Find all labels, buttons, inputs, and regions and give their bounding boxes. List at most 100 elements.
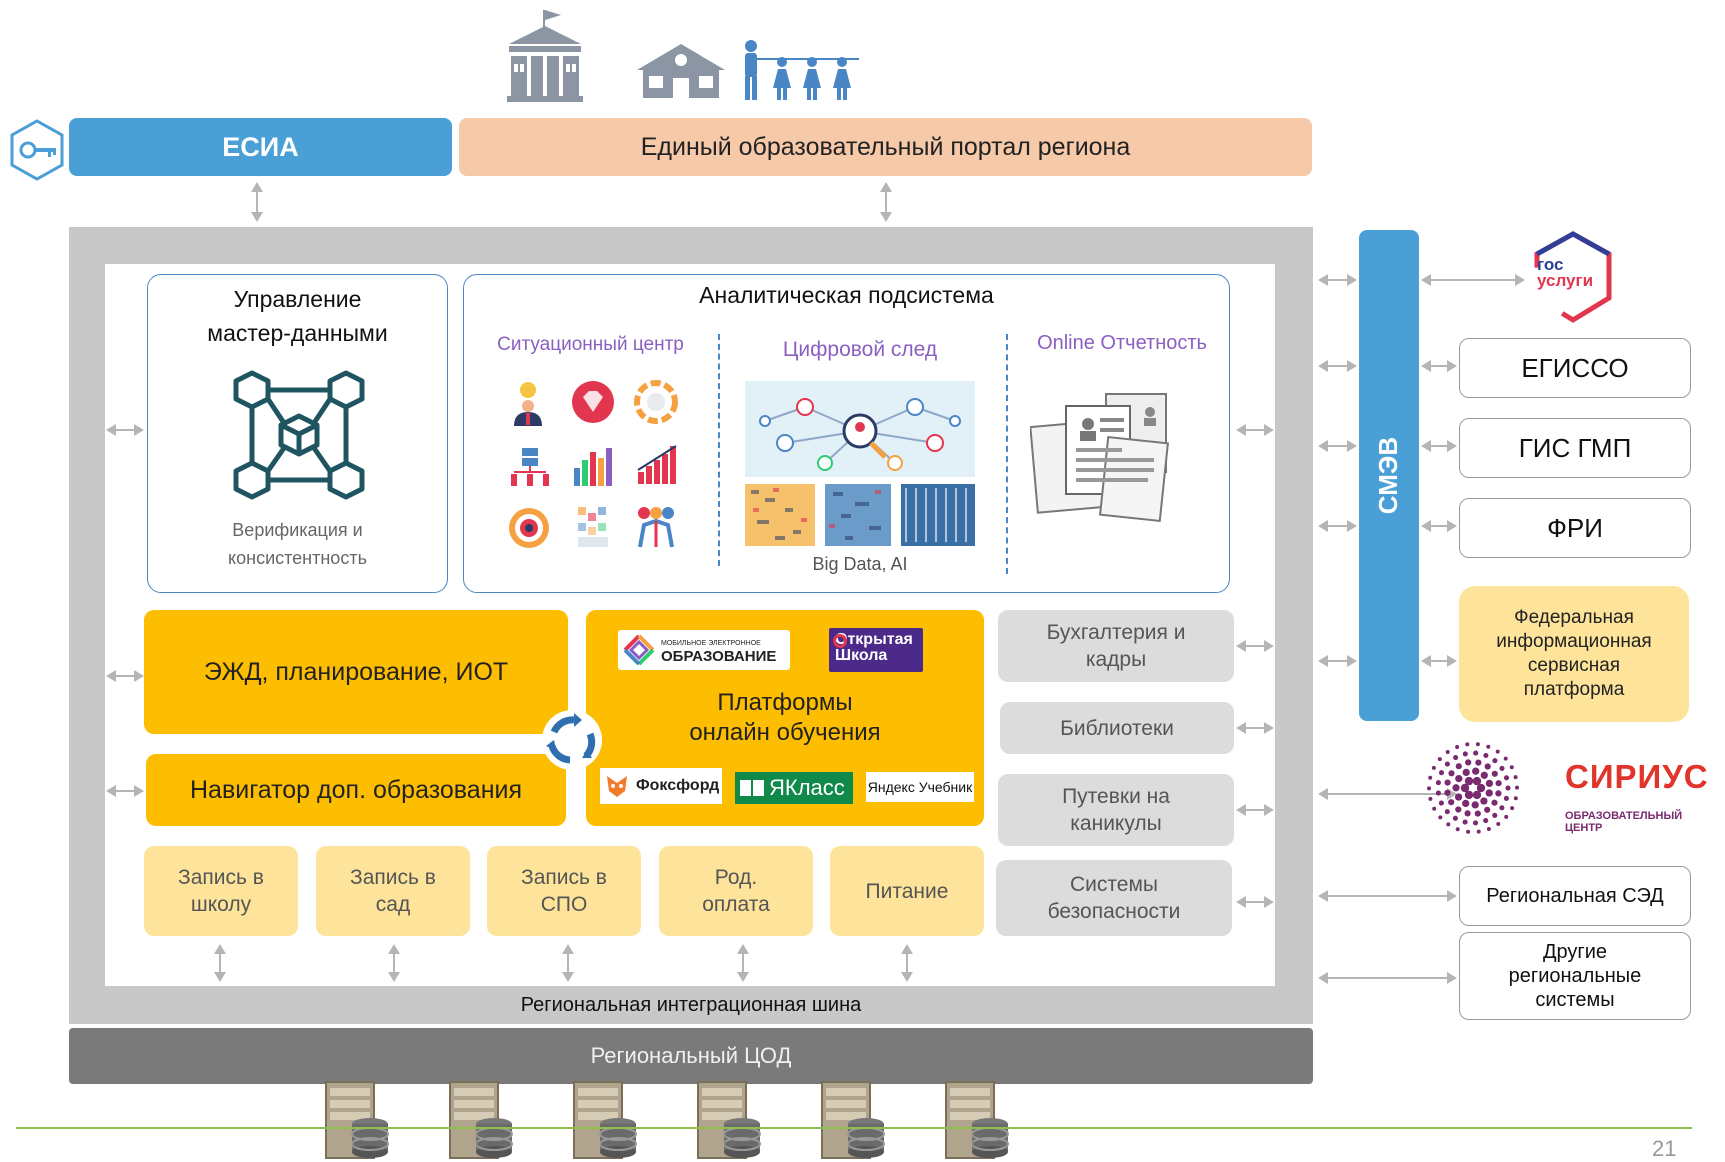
sirius-dot bbox=[1475, 742, 1480, 747]
analytics-title: Аналитическая подсистема bbox=[699, 282, 994, 308]
connector-arrow bbox=[901, 944, 913, 982]
bar-chart-icon bbox=[572, 444, 614, 488]
sirius-dot bbox=[1485, 789, 1493, 797]
sirius-dot bbox=[1492, 758, 1498, 764]
connector-arrow bbox=[1421, 440, 1457, 452]
esia-bar[interactable]: ЕСИА bbox=[69, 118, 452, 176]
growth-chart-icon bbox=[636, 442, 678, 486]
navigator-module[interactable]: Навигатор доп. образования bbox=[146, 754, 566, 826]
sirius-dot bbox=[1444, 789, 1451, 796]
sirius-dot bbox=[1486, 827, 1491, 831]
sirius-dot bbox=[1503, 775, 1510, 781]
egisso-box[interactable]: ЕГИССО bbox=[1459, 338, 1691, 398]
education-portal-bar[interactable]: Единый образовательный портал региона bbox=[459, 118, 1312, 176]
sirius-dot bbox=[1484, 763, 1491, 770]
libraries-module[interactable]: Библиотеки bbox=[1000, 702, 1234, 754]
sirius-dot bbox=[1435, 780, 1441, 786]
sirius-dot bbox=[1472, 790, 1482, 800]
sirius-dot bbox=[1513, 796, 1518, 801]
sirius-dot bbox=[1471, 801, 1479, 809]
connector-arrow bbox=[737, 944, 749, 982]
fri-box[interactable]: ФРИ bbox=[1459, 498, 1691, 558]
gosuslugi-logo[interactable]: гос услуги bbox=[1527, 230, 1619, 324]
smev-bar[interactable]: СМЭВ bbox=[1359, 230, 1419, 721]
yandex-textbook-text: Яндекс Учебник bbox=[867, 779, 973, 795]
mosaic-chart-icon bbox=[574, 505, 612, 549]
sirius-dot bbox=[1472, 776, 1482, 786]
team-icon bbox=[634, 505, 678, 549]
sirius-dot bbox=[1503, 795, 1509, 801]
service-parent-payment[interactable]: Род.оплата bbox=[659, 846, 813, 936]
sirius-dot bbox=[1438, 800, 1444, 806]
sync-cycle-icon bbox=[540, 708, 604, 772]
target-ring-icon bbox=[634, 380, 678, 424]
connector-arrow bbox=[1236, 722, 1274, 734]
sirius-dot bbox=[1462, 768, 1470, 777]
online-reporting-label: Online Отчетность bbox=[1037, 332, 1207, 354]
connector-arrow bbox=[1318, 972, 1457, 984]
family-icon bbox=[737, 40, 859, 102]
integration-bus-label: Региональная интеграционная шина bbox=[520, 993, 862, 1016]
open-school-logo: Открытая Школа bbox=[829, 628, 923, 672]
service-meals[interactable]: Питание bbox=[830, 846, 984, 936]
sirius-logo[interactable]: СИРИУС ОБРАЗОВАТЕЛЬНЫЙ ЦЕНТР bbox=[1427, 740, 1717, 836]
network-graph-icon bbox=[745, 381, 975, 477]
sirius-dot bbox=[1446, 822, 1451, 827]
sirius-dot bbox=[1448, 770, 1455, 777]
sirius-dot bbox=[1473, 750, 1479, 756]
sirius-dot bbox=[1431, 765, 1436, 770]
target-icon bbox=[507, 506, 551, 550]
sirius-subtitle: ОБРАЗОВАТЕЛЬНЫЙ ЦЕНТР bbox=[1565, 810, 1683, 834]
server-icon bbox=[322, 1076, 392, 1160]
sirius-dot bbox=[1462, 799, 1470, 808]
sirius-dot bbox=[1495, 780, 1502, 787]
sirius-dot bbox=[1460, 783, 1470, 793]
server-icon bbox=[446, 1076, 516, 1160]
sirius-dot bbox=[1496, 822, 1501, 826]
foxford-text: Фоксфорд bbox=[636, 777, 720, 794]
sirius-dot bbox=[1472, 767, 1480, 775]
connector-arrow bbox=[1318, 274, 1357, 286]
connector-arrow bbox=[562, 944, 574, 982]
sirius-dot bbox=[1452, 784, 1460, 792]
sirius-dot bbox=[1504, 814, 1509, 819]
sirius-dot bbox=[1448, 799, 1455, 806]
sirius-dot bbox=[1444, 809, 1450, 815]
regional-data-center-bar[interactable]: Региональный ЦОД bbox=[69, 1028, 1313, 1084]
sirius-dot bbox=[1483, 818, 1489, 824]
ezhd-module[interactable]: ЭЖД, планирование, ИОТ bbox=[144, 610, 568, 734]
connector-arrow bbox=[1421, 274, 1525, 286]
sirius-dot bbox=[1465, 759, 1472, 766]
sirius-dot bbox=[1510, 806, 1515, 811]
sirius-dot bbox=[1476, 783, 1486, 793]
sirius-dot bbox=[1464, 776, 1474, 786]
hierarchy-icon bbox=[508, 446, 552, 488]
sirius-dot bbox=[1480, 797, 1488, 805]
sirius-dot bbox=[1435, 790, 1441, 796]
sirius-dot bbox=[1515, 785, 1519, 790]
blockchain-icon bbox=[232, 368, 366, 502]
gis-gmp-box[interactable]: ГИС ГМП bbox=[1459, 418, 1691, 478]
regional-sed-box[interactable]: Региональная СЭД bbox=[1459, 866, 1691, 926]
yaklass-logo: ЯКласс bbox=[735, 772, 853, 804]
sirius-dot bbox=[1452, 815, 1458, 821]
sirius-dot bbox=[1438, 770, 1445, 776]
sirius-dot bbox=[1428, 796, 1433, 801]
idea-person-icon bbox=[510, 380, 546, 426]
connector-arrow bbox=[1236, 804, 1274, 816]
sirius-dot bbox=[1466, 829, 1471, 834]
sirius-dot bbox=[1464, 810, 1471, 817]
sirius-dot bbox=[1495, 790, 1502, 797]
sirius-dot bbox=[1513, 775, 1518, 780]
sirius-dot bbox=[1491, 770, 1498, 777]
